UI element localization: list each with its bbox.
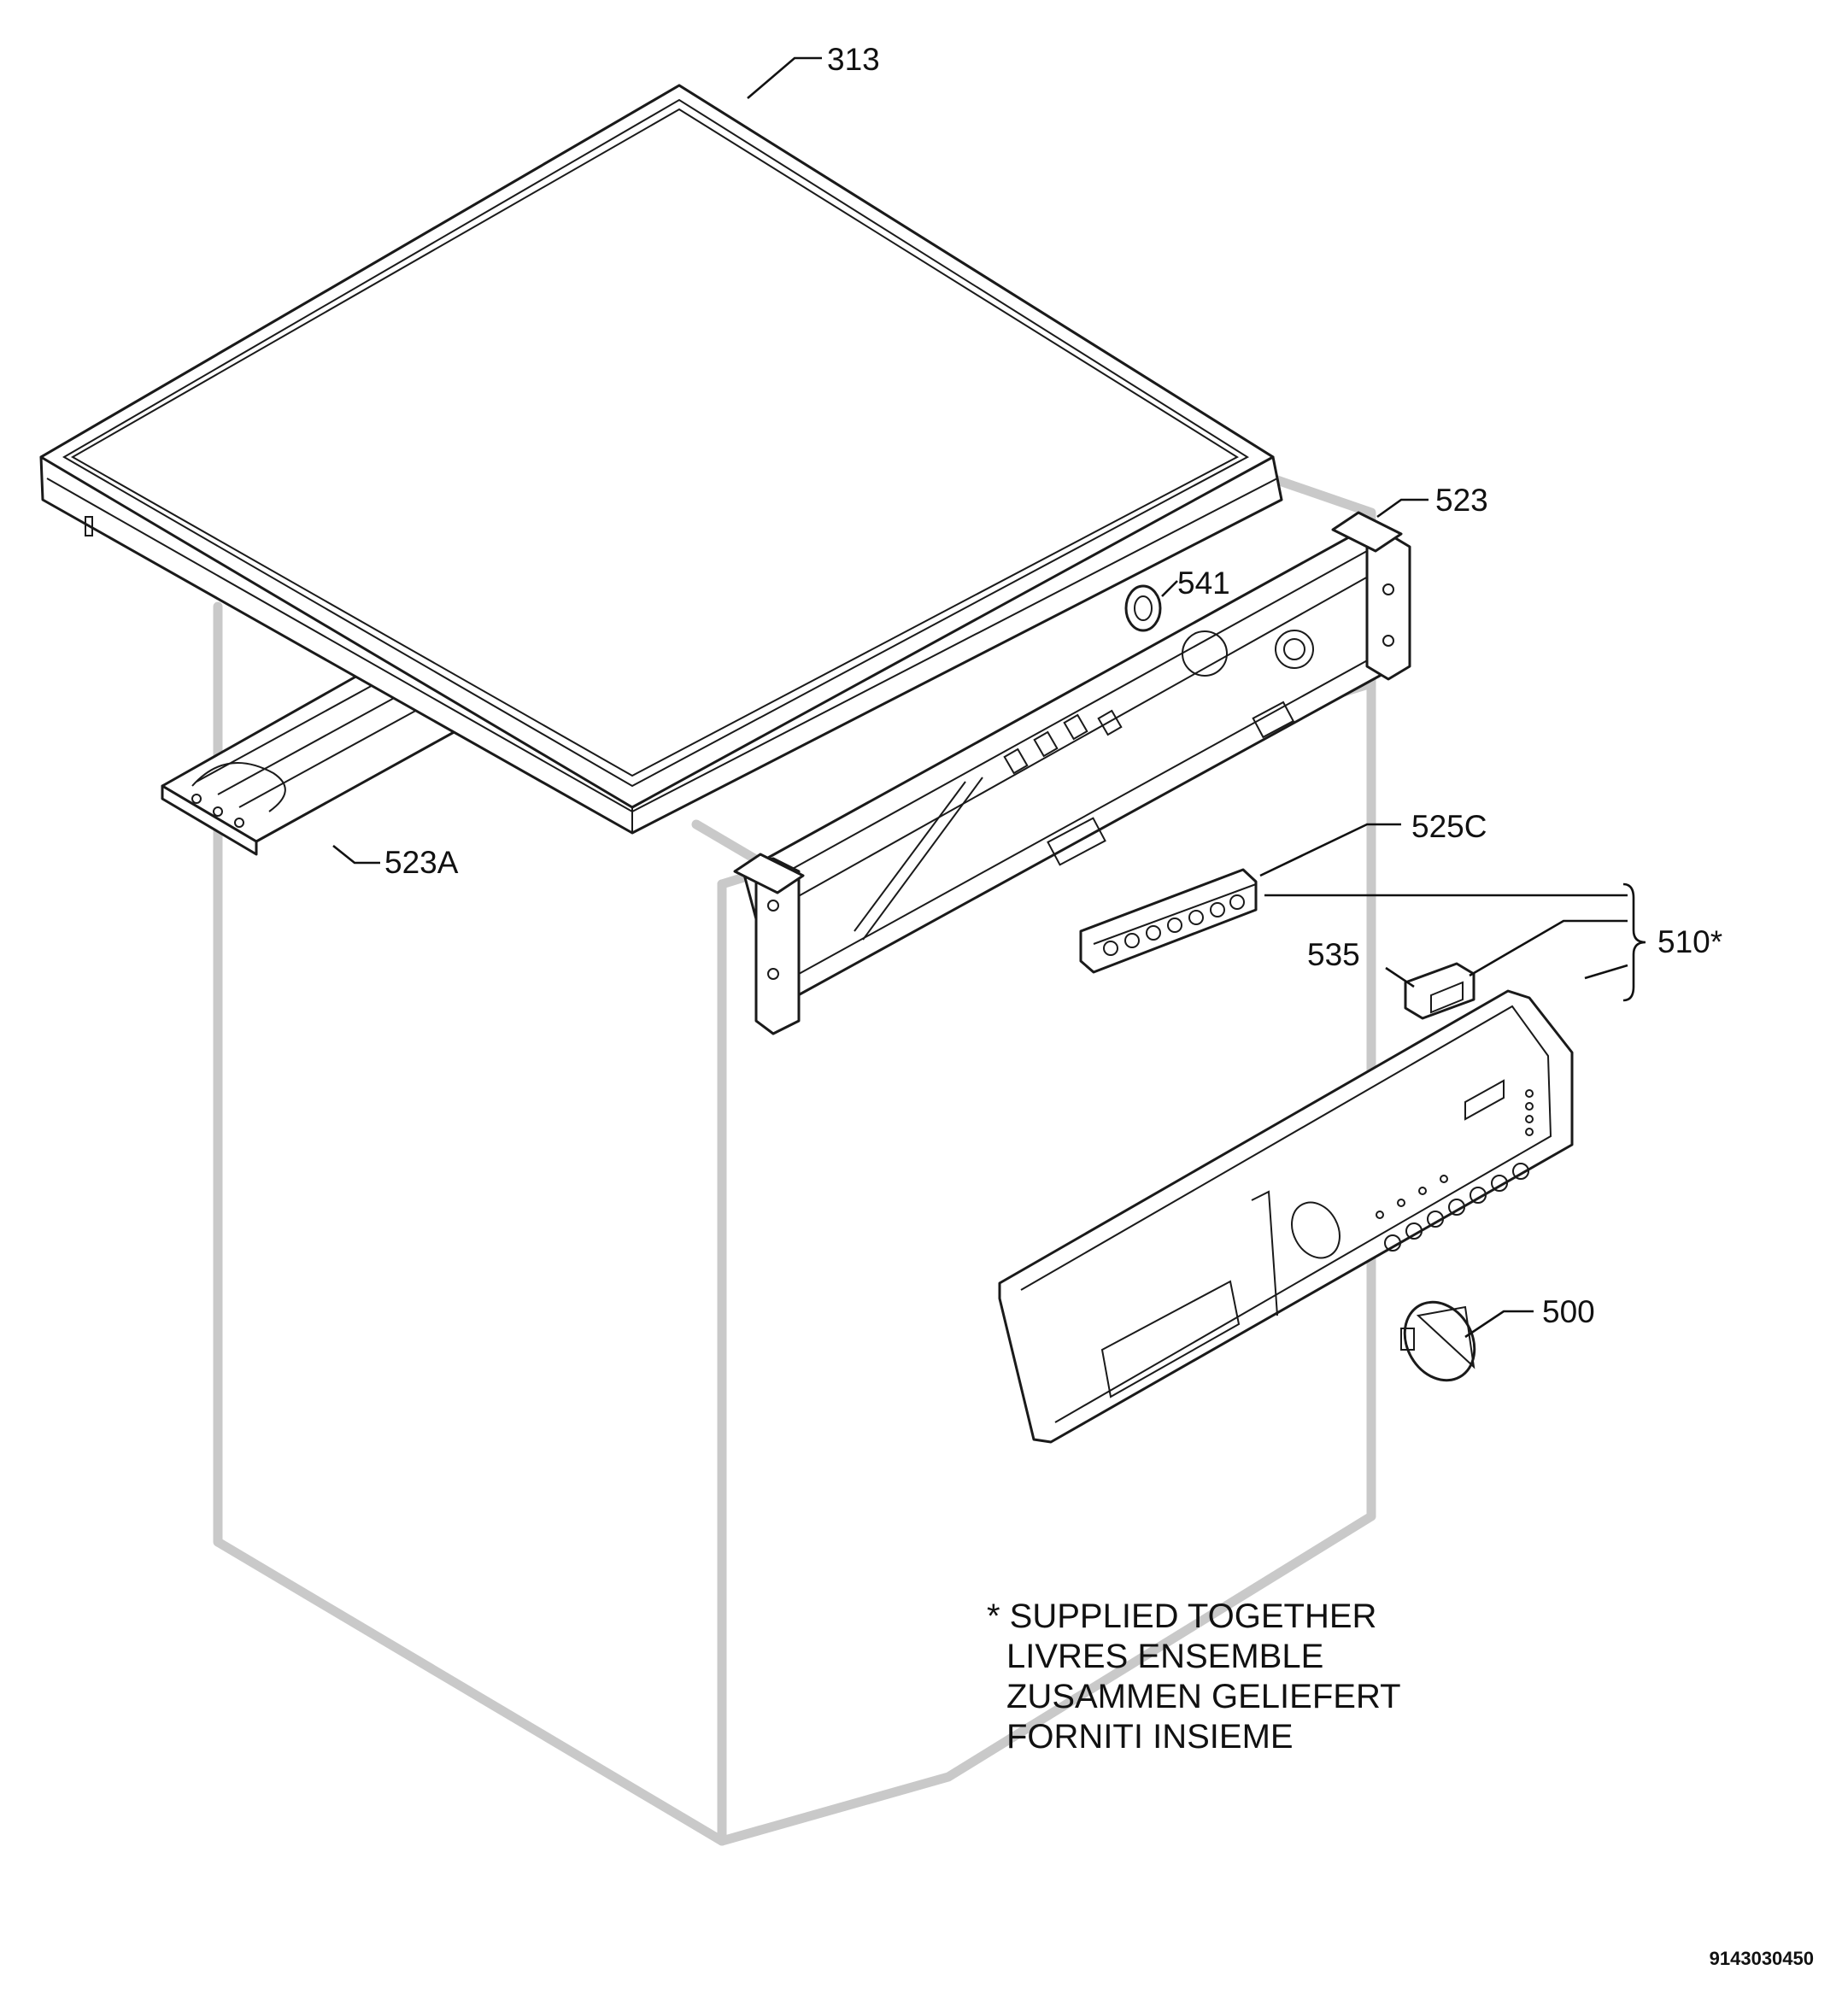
note-line-2: LIVRES ENSEMBLE	[1006, 1638, 1323, 1675]
leader-lines	[332, 56, 1646, 1339]
knob-500	[1400, 1300, 1476, 1382]
label-523: 523	[1435, 483, 1488, 518]
worktop-313	[39, 84, 1283, 835]
note-line-1: * SUPPLIED TOGETHER	[987, 1598, 1376, 1635]
label-525c: 525C	[1411, 809, 1487, 844]
control-frame-523	[733, 511, 1411, 1035]
label-523a: 523A	[384, 845, 459, 880]
grommet-541	[1124, 584, 1162, 632]
control-panel-fascia	[998, 989, 1574, 1444]
label-313: 313	[827, 42, 880, 77]
supplied-together-note: * SUPPLIED TOGETHER LIVRES ENSEMBLE ZUSA…	[987, 1598, 1401, 1756]
display-535	[1404, 962, 1475, 1020]
rail-bracket-523a	[161, 673, 459, 856]
label-510: 510*	[1657, 924, 1722, 959]
drawing-code: 9143030450	[1710, 1948, 1814, 1969]
led-board-525c	[1079, 868, 1258, 974]
note-line-4: FORNITI INSIEME	[1006, 1718, 1294, 1756]
label-535: 535	[1307, 937, 1360, 972]
label-541: 541	[1177, 566, 1230, 601]
label-500: 500	[1542, 1294, 1595, 1329]
note-line-3: ZUSAMMEN GELIEFERT	[1006, 1678, 1401, 1715]
